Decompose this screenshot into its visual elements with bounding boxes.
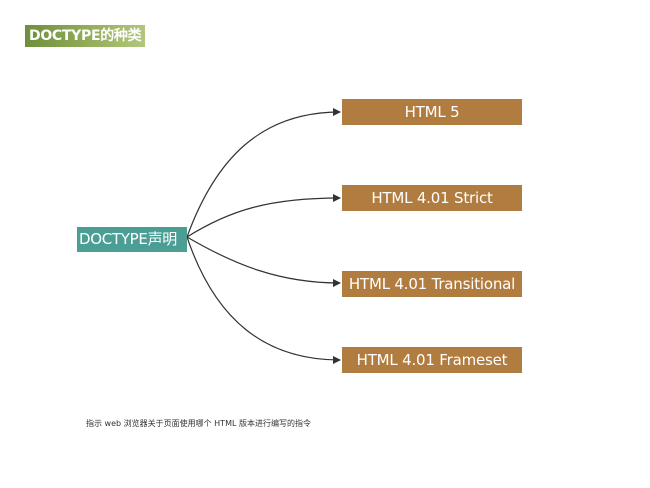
root-node-doctype-declaration: DOCTYPE声明 <box>77 227 187 252</box>
child-node-html5: HTML 5 <box>342 99 522 125</box>
child-node-html401-strict: HTML 4.01 Strict <box>342 185 522 211</box>
connector-to-html401-strict <box>186 194 341 238</box>
child-node-html401-frameset: HTML 4.01 Frameset <box>342 347 522 373</box>
connector-to-html5 <box>186 108 341 238</box>
child-node-html401-transitional: HTML 4.01 Transitional <box>342 271 522 297</box>
connector-to-html401-transitional <box>186 236 341 287</box>
connector-to-html401-frameset <box>186 236 341 364</box>
footnote-text: 指示 web 浏览器关于页面使用哪个 HTML 版本进行编写的指令 <box>86 419 311 428</box>
page-title: DOCTYPE的种类 <box>25 25 146 47</box>
